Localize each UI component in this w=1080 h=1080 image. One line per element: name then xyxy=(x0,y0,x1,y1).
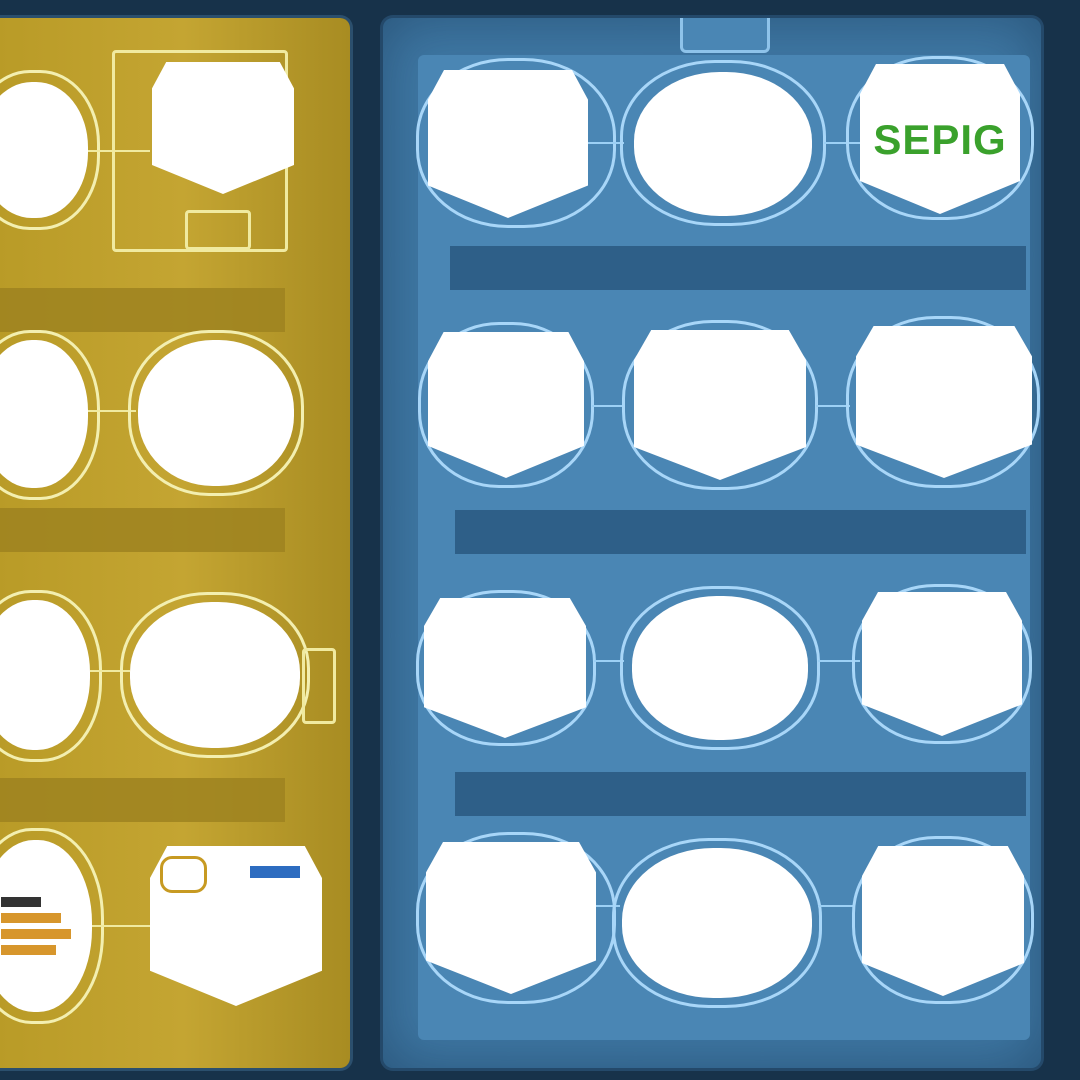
left-row2-node2[interactable] xyxy=(138,340,294,486)
left-link xyxy=(88,150,150,152)
right-row-divider xyxy=(455,772,1026,816)
right-link xyxy=(816,405,850,407)
right-link xyxy=(596,905,620,907)
orange-bars xyxy=(1,897,71,955)
left-row-divider xyxy=(0,288,285,332)
right-row2-node1[interactable] xyxy=(428,332,584,478)
left-frame-tab xyxy=(185,210,251,250)
left-link xyxy=(90,670,130,672)
right-link xyxy=(594,660,624,662)
right-row2-node2[interactable] xyxy=(634,330,806,480)
right-row3-node1[interactable] xyxy=(424,598,586,738)
right-row-divider xyxy=(450,246,1026,290)
right-row1-node1[interactable] xyxy=(428,70,588,218)
right-row1-node3[interactable]: SEPIG xyxy=(860,64,1020,214)
mini-logo xyxy=(160,856,207,893)
left-link xyxy=(88,410,136,412)
right-row2-node3[interactable] xyxy=(856,326,1032,478)
top-tab xyxy=(680,18,770,53)
right-row4-node2[interactable] xyxy=(622,848,812,998)
right-row4-node1[interactable] xyxy=(426,842,596,994)
left-row1-node1[interactable] xyxy=(0,82,88,218)
right-link xyxy=(592,405,624,407)
right-link xyxy=(588,142,624,144)
right-row1-node2[interactable] xyxy=(634,72,812,216)
right-row-divider xyxy=(455,510,1026,554)
left-row3-node2[interactable] xyxy=(130,602,300,748)
left-row-divider xyxy=(0,508,285,552)
left-link xyxy=(92,925,152,927)
right-row4-node3[interactable] xyxy=(862,846,1024,996)
right-link xyxy=(818,905,854,907)
right-link xyxy=(818,660,860,662)
left-row4-node1[interactable] xyxy=(0,840,92,1012)
left-row1-node2[interactable] xyxy=(152,62,294,194)
left-row3-node1[interactable] xyxy=(0,600,90,750)
left-side-handle xyxy=(302,648,336,724)
left-row-divider xyxy=(0,778,285,822)
blue-strip xyxy=(250,866,300,878)
left-row2-node1[interactable] xyxy=(0,340,88,488)
right-row3-node3[interactable] xyxy=(862,592,1022,736)
right-link xyxy=(824,142,860,144)
right-row3-node2[interactable] xyxy=(632,596,808,740)
